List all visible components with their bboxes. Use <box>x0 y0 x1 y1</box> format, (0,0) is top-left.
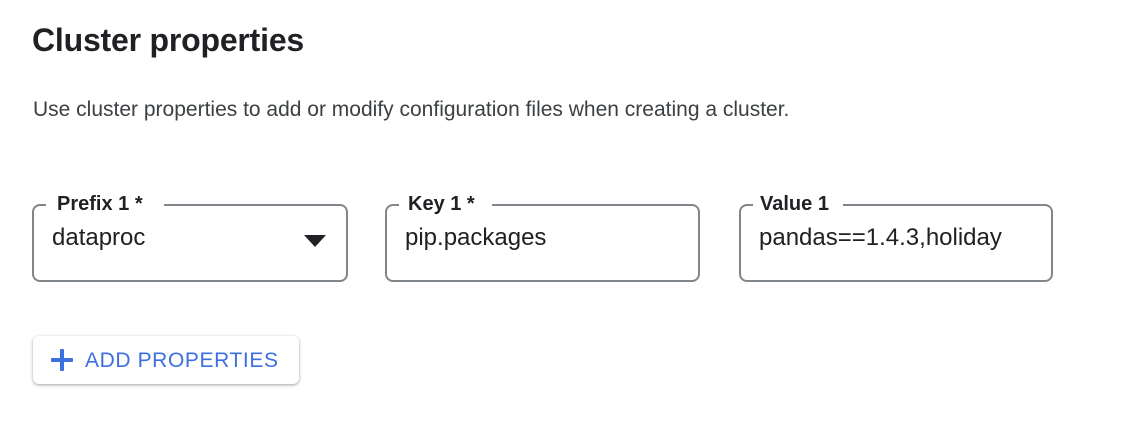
add-properties-button-label: ADD PROPERTIES <box>85 348 279 372</box>
key-field[interactable]: Key 1 * pip.packages <box>385 191 700 282</box>
page-description: Use cluster properties to add or modify … <box>33 98 790 121</box>
plus-icon <box>51 349 73 371</box>
key-field-label: Key 1 * <box>403 191 480 217</box>
prefix-field[interactable]: Prefix 1 * dataproc <box>32 191 348 282</box>
cluster-properties-row: Prefix 1 * dataproc Key 1 * pip.packages… <box>0 191 1122 284</box>
add-properties-button[interactable]: ADD PROPERTIES <box>33 336 299 384</box>
value-field-value[interactable]: pandas==1.4.3,holiday <box>759 224 1002 251</box>
key-field-value[interactable]: pip.packages <box>405 224 547 251</box>
chevron-down-icon[interactable] <box>304 235 326 247</box>
page-title: Cluster properties <box>32 22 305 58</box>
prefix-field-label: Prefix 1 * <box>52 191 148 217</box>
prefix-field-value[interactable]: dataproc <box>52 224 146 251</box>
value-field[interactable]: Value 1 pandas==1.4.3,holiday <box>739 191 1053 282</box>
value-field-label: Value 1 <box>755 191 834 217</box>
